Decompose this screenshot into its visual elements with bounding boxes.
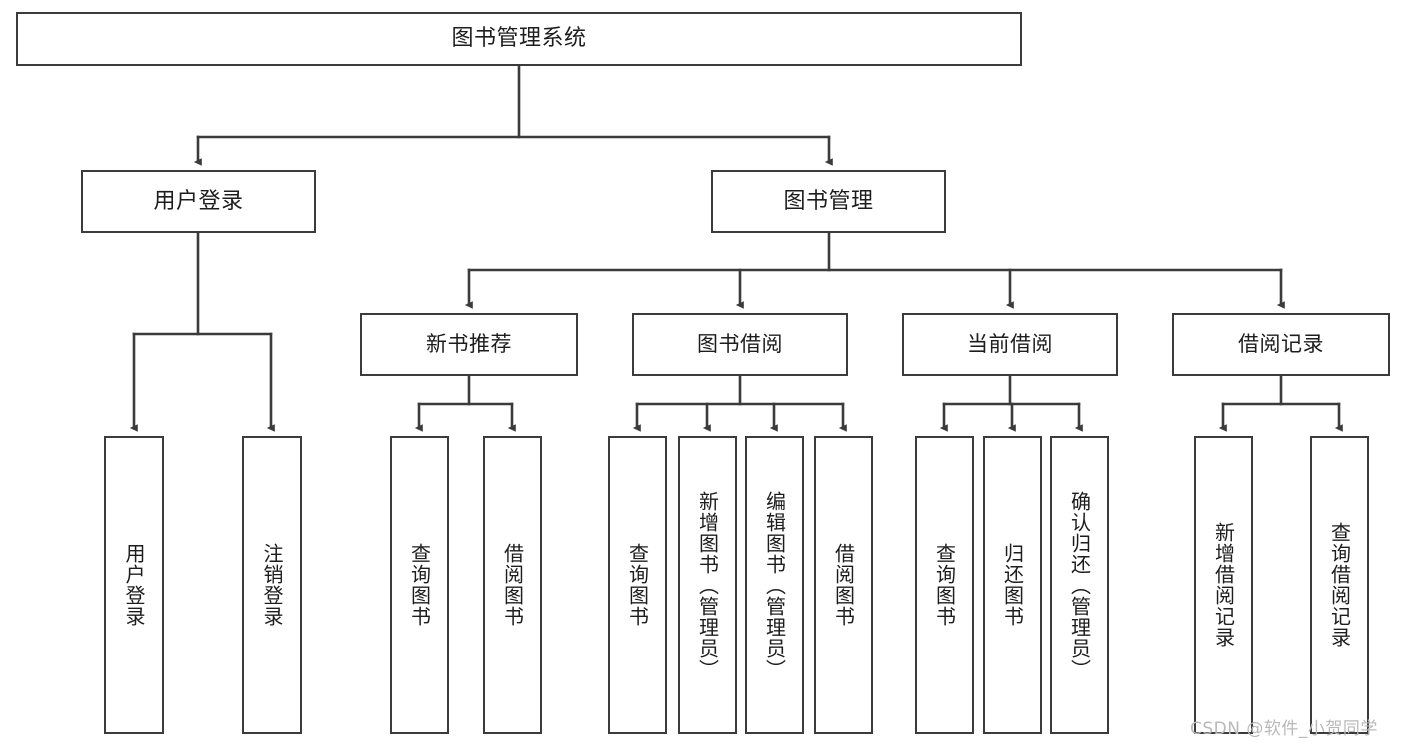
node-leaf-borrow-books-recommend[interactable]: 借阅图书 (483, 436, 542, 734)
node-label: 确认归还（管理员） (1067, 490, 1092, 680)
node-label: 新增借阅记录 (1211, 522, 1236, 648)
node-label: 注销登录 (260, 543, 284, 627)
node-label: 图书借阅 (697, 332, 783, 357)
node-label: 查询图书 (625, 543, 650, 627)
node-label: 借阅记录 (1238, 332, 1324, 357)
node-label: 归还图书 (1000, 543, 1025, 627)
node-leaf-user-login[interactable]: 用户登录 (104, 436, 164, 734)
node-current-borrowing[interactable]: 当前借阅 (902, 313, 1118, 376)
node-user-login[interactable]: 用户登录 (81, 170, 316, 233)
node-label: 新增图书（管理员） (695, 490, 720, 680)
node-label: 查询图书 (407, 543, 432, 627)
node-label: 当前借阅 (967, 332, 1053, 357)
node-leaf-confirm-return-admin[interactable]: 确认归还（管理员） (1050, 436, 1109, 734)
node-leaf-return-books[interactable]: 归还图书 (983, 436, 1042, 734)
node-label: 查询图书 (932, 543, 957, 627)
node-label: 借阅图书 (500, 543, 525, 627)
node-label: 用户登录 (122, 543, 146, 627)
node-leaf-add-book-admin[interactable]: 新增图书（管理员） (678, 436, 737, 734)
node-book-management[interactable]: 图书管理 (711, 170, 946, 233)
csdn-watermark: CSDN @软件_小贺同学 (1190, 719, 1378, 739)
node-new-book-recommendation[interactable]: 新书推荐 (360, 313, 578, 376)
node-label: 查询借阅记录 (1327, 522, 1352, 648)
node-leaf-query-books-recommend[interactable]: 查询图书 (390, 436, 449, 734)
node-leaf-logout[interactable]: 注销登录 (242, 436, 302, 734)
node-label: 编辑图书（管理员） (762, 490, 787, 680)
node-leaf-query-borrow-record[interactable]: 查询借阅记录 (1310, 436, 1369, 734)
node-label: 图书管理系统 (451, 26, 587, 52)
node-label: 新书推荐 (426, 332, 512, 357)
node-leaf-add-borrow-record[interactable]: 新增借阅记录 (1194, 436, 1253, 734)
node-label: 借阅图书 (831, 543, 856, 627)
node-borrowing-records[interactable]: 借阅记录 (1172, 313, 1390, 376)
node-label: 图书管理 (783, 188, 874, 214)
node-leaf-edit-book-admin[interactable]: 编辑图书（管理员） (745, 436, 804, 734)
node-leaf-query-books-current[interactable]: 查询图书 (915, 436, 974, 734)
node-leaf-borrow-books[interactable]: 借阅图书 (814, 436, 873, 734)
node-book-borrowing[interactable]: 图书借阅 (632, 313, 848, 376)
node-book-management-system[interactable]: 图书管理系统 (16, 12, 1022, 66)
node-leaf-query-books-borrowing[interactable]: 查询图书 (608, 436, 667, 734)
node-label: 用户登录 (153, 188, 244, 214)
